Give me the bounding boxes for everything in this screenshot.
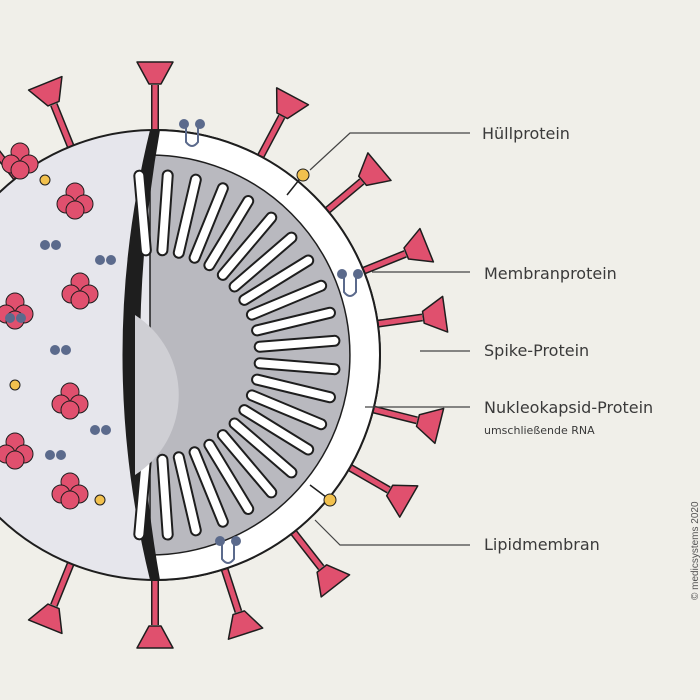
spike-protein-icon xyxy=(352,227,435,279)
spike-head xyxy=(403,227,435,263)
membrane-protein-head xyxy=(353,269,363,279)
spike-protein-icon xyxy=(284,521,351,598)
spike-head xyxy=(421,295,449,333)
membrane-protein-icon xyxy=(337,269,363,297)
label-membrane-protein: Membranprotein xyxy=(484,264,617,283)
nucleocapsid-rna-loop xyxy=(240,256,313,304)
nucleocapsid-rna-loop xyxy=(253,375,334,402)
envelope-protein-icon xyxy=(39,174,51,186)
spike-protein-icon xyxy=(136,61,174,140)
spike-top-view-icon xyxy=(56,182,94,220)
spike-protein-icon xyxy=(362,403,445,445)
nucleocapsid-rna-loop xyxy=(218,431,276,497)
spike-lobe xyxy=(65,200,85,220)
spike-protein-icon xyxy=(27,75,79,158)
nucleocapsid-rna-loop xyxy=(230,419,296,477)
spike-top-view-icon xyxy=(51,472,89,510)
envelope-protein-icon xyxy=(94,494,106,506)
spike-head xyxy=(136,61,174,85)
spike-protein-icon xyxy=(252,87,310,168)
nucleocapsid-rna-loop xyxy=(205,197,253,270)
nucleocapsid-rna-loop xyxy=(253,308,334,335)
nucleocapsid-rna-loop xyxy=(190,184,227,262)
spike-protein-icon xyxy=(27,552,79,635)
nucleocapsid-rna-loop xyxy=(230,233,296,291)
spike-head xyxy=(275,87,310,120)
spike-protein-icon xyxy=(217,558,264,640)
membrane-protein-icon xyxy=(95,255,105,265)
membrane-protein-icon xyxy=(90,425,100,435)
membrane-protein-head xyxy=(215,536,225,546)
nucleocapsid-rna-loop xyxy=(174,453,200,535)
membrane-protein-icon xyxy=(179,119,205,147)
nucleocapsid-rna-loop xyxy=(255,336,339,351)
label-spike-protein: Spike-Protein xyxy=(484,341,590,360)
leader-line xyxy=(309,132,470,171)
membrane-protein-icon xyxy=(40,240,50,250)
membrane-protein-icon xyxy=(61,345,71,355)
spike-protein-icon xyxy=(367,295,449,333)
spike-head xyxy=(227,610,264,640)
label-nucleocapsid-sub: umschließende RNA xyxy=(484,424,595,437)
membrane-protein-body xyxy=(221,545,235,564)
spike-lobe xyxy=(60,400,80,420)
spike-top-view-icon xyxy=(51,382,89,420)
envelope-protein-icon xyxy=(323,493,337,507)
spike-protein-icon xyxy=(317,152,392,220)
spike-protein-icon xyxy=(136,570,174,649)
nucleocapsid-rna-loop xyxy=(158,455,172,539)
membrane-protein-icon xyxy=(215,536,241,564)
inner-core xyxy=(135,315,179,475)
membrane-protein-head xyxy=(337,269,347,279)
membrane-protein-icon xyxy=(56,450,66,460)
nucleocapsid-rna-loop xyxy=(255,359,339,374)
membrane-protein-body xyxy=(343,278,357,297)
leader-line xyxy=(314,519,470,546)
label-envelope-protein: Hüllprotein xyxy=(482,124,570,143)
spike-protein-icon xyxy=(339,459,419,518)
spike-head xyxy=(316,564,351,598)
spike-lobe xyxy=(60,490,80,510)
nucleocapsid-rna-loop xyxy=(135,455,150,539)
spike-top-view-icon xyxy=(0,432,34,470)
membrane-protein-head xyxy=(179,119,189,129)
membrane-protein-body xyxy=(185,128,199,147)
spike-head xyxy=(27,75,63,107)
membrane-protein-icon xyxy=(106,255,116,265)
spike-head xyxy=(27,603,63,635)
membrane-protein-icon xyxy=(16,313,26,323)
nucleocapsid-rna-loop xyxy=(247,391,326,429)
nucleocapsid-rna-loop xyxy=(174,175,200,257)
spike-lobe xyxy=(5,450,25,470)
label-lipid-membrane: Lipidmembran xyxy=(484,535,600,554)
nucleocapsid-rna-loop xyxy=(190,448,227,526)
spike-top-view-icon xyxy=(1,142,39,180)
nucleocapsid-rna-loop xyxy=(240,406,313,454)
cut-edge xyxy=(122,130,160,580)
membrane-protein-icon xyxy=(101,425,111,435)
spike-head xyxy=(385,484,419,518)
label-nucleocapsid-protein: Nukleokapsid-Protein xyxy=(484,398,654,417)
spike-head xyxy=(136,625,174,649)
spike-lobe xyxy=(70,290,90,310)
envelope-protein-icon xyxy=(9,379,21,391)
nucleocapsid-rna-loop xyxy=(158,171,172,255)
membrane-protein-icon xyxy=(45,450,55,460)
membrane-protein-icon xyxy=(51,240,61,250)
spike-head xyxy=(357,152,392,187)
envelope-protein-icon xyxy=(296,168,310,182)
nucleocapsid-rna-loop xyxy=(218,213,276,279)
nucleocapsid-rna-loop xyxy=(135,171,150,255)
spike-top-view-icon xyxy=(61,272,99,310)
membrane-protein-icon xyxy=(5,313,15,323)
membrane-protein-head xyxy=(231,536,241,546)
spike-head xyxy=(415,407,445,445)
nucleocapsid-rna-loop xyxy=(205,440,253,513)
membrane-protein-head xyxy=(195,119,205,129)
spike-lobe xyxy=(10,160,30,180)
copyright: © medicsystems 2020 xyxy=(690,501,700,600)
membrane-protein-icon xyxy=(50,345,60,355)
nucleocapsid-rna-loop xyxy=(247,281,326,319)
